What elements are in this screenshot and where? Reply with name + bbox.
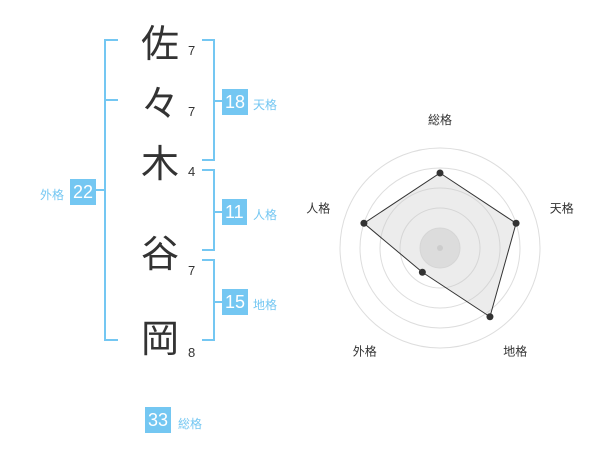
radar-axis-label-3: 地格 [503,344,527,359]
radar-ring-4 [359,167,521,329]
radar-axis-label-5: 人格 [306,200,330,215]
name-char-4: 谷 [140,232,179,276]
radar-point-3 [486,313,494,321]
stroke-count-2: 7 [188,104,196,119]
name-char-5: 岡 [140,317,179,361]
radar-ring-5 [339,147,541,349]
radar-point-5 [360,219,368,227]
gaikaku-badge: 22 [70,179,97,205]
stroke-count-3: 4 [188,164,196,179]
stroke-count-4: 7 [188,263,196,278]
chikaku-badge: 15 [222,289,249,315]
soukaku-badge: 33 [145,407,172,433]
stroke-count-5: 8 [188,345,196,360]
chikaku-label: 地格 [253,298,278,312]
radar-ring-3 [379,187,501,309]
radar-point-2 [512,219,520,227]
radar-ring-2 [399,207,481,289]
tenkaku-label: 天格 [253,98,278,112]
radar-axis-label-2: 天格 [550,200,574,215]
tenkaku-badge: 18 [222,89,249,115]
name-char-1: 佐 [140,22,179,66]
gaikaku-label: 外格 [40,188,65,202]
stroke-count-1: 7 [188,43,196,58]
radar-center [437,245,443,251]
radar-axis-label-4: 外格 [353,344,377,359]
name-char-2: 々 [140,82,179,126]
jinkaku-badge: 11 [222,199,247,225]
jinkaku-label: 人格 [253,208,278,222]
radar-polygon [363,172,517,318]
radar-point-4 [418,268,426,276]
soukaku-label: 総格 [178,417,203,431]
radar-point-1 [436,169,444,177]
chikaku-bracket [202,259,215,341]
name-char-3: 木 [140,142,179,186]
jinkaku-bracket [202,169,215,251]
radar-axis-label-1: 総格 [428,112,452,127]
